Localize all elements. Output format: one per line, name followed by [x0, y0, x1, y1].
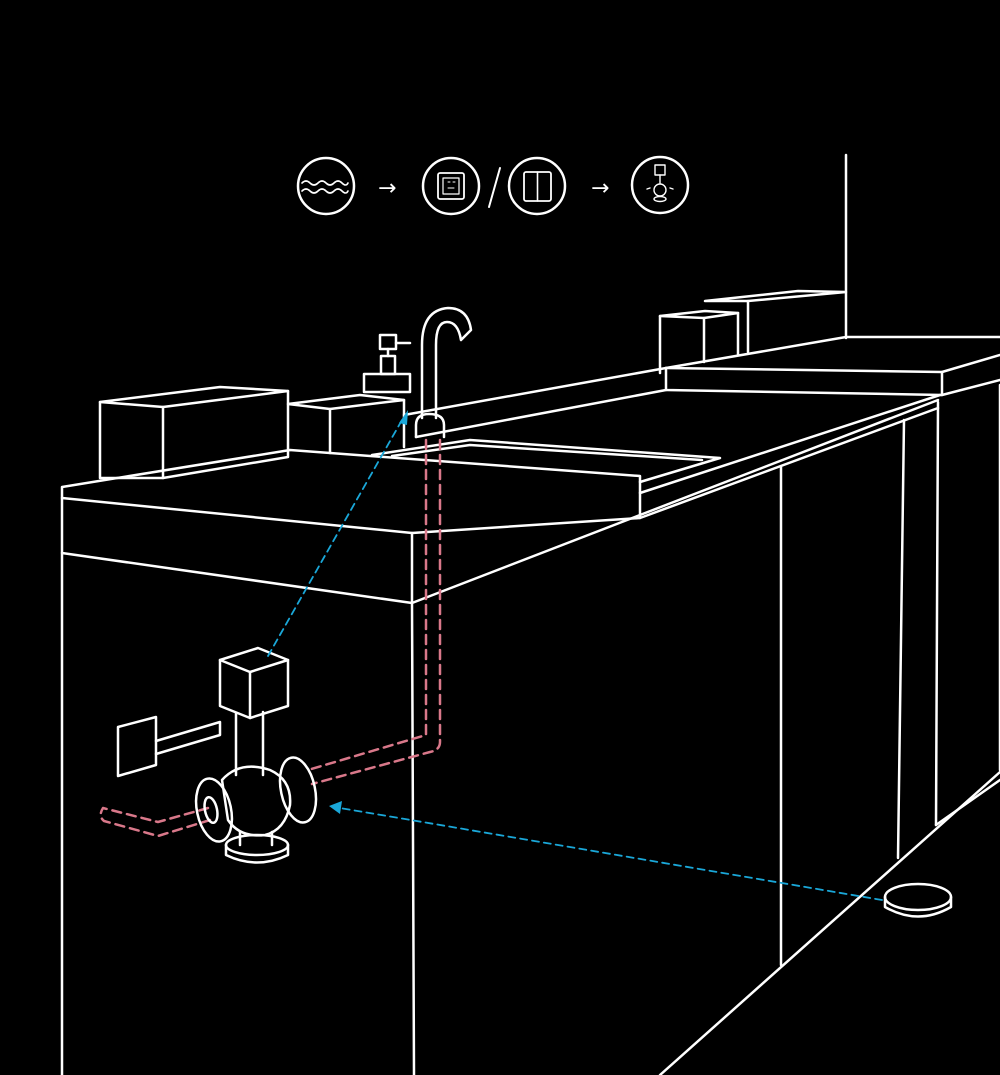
- water-leak-sensor: [883, 882, 953, 918]
- kitchen-counter: [60, 335, 1000, 1075]
- arrow-2: →: [591, 176, 610, 201]
- faucet: [414, 306, 473, 439]
- sink: [370, 438, 722, 484]
- wall-switch: [116, 715, 222, 778]
- arrow-1: →: [378, 176, 397, 201]
- water-pipe: [99, 438, 442, 838]
- motorized-valve: [194, 646, 318, 864]
- water-leak-sensor-icon: [296, 156, 356, 216]
- motorized-valve-icon: [630, 155, 690, 215]
- signal-arrowhead-sensor: [329, 801, 342, 814]
- counter-box-mid: [286, 393, 406, 455]
- signal-line-faucet: [267, 419, 403, 657]
- smart-switch-icon: [421, 156, 481, 216]
- or-separator: [488, 167, 501, 208]
- counter-box-right: [658, 289, 848, 375]
- signal-arrowhead-faucet: [399, 410, 408, 425]
- soap-dispenser: [362, 333, 412, 394]
- signal-line-sensor: [339, 807, 883, 901]
- counter-box-left: [98, 385, 290, 480]
- wall-switch-icon: [507, 156, 567, 216]
